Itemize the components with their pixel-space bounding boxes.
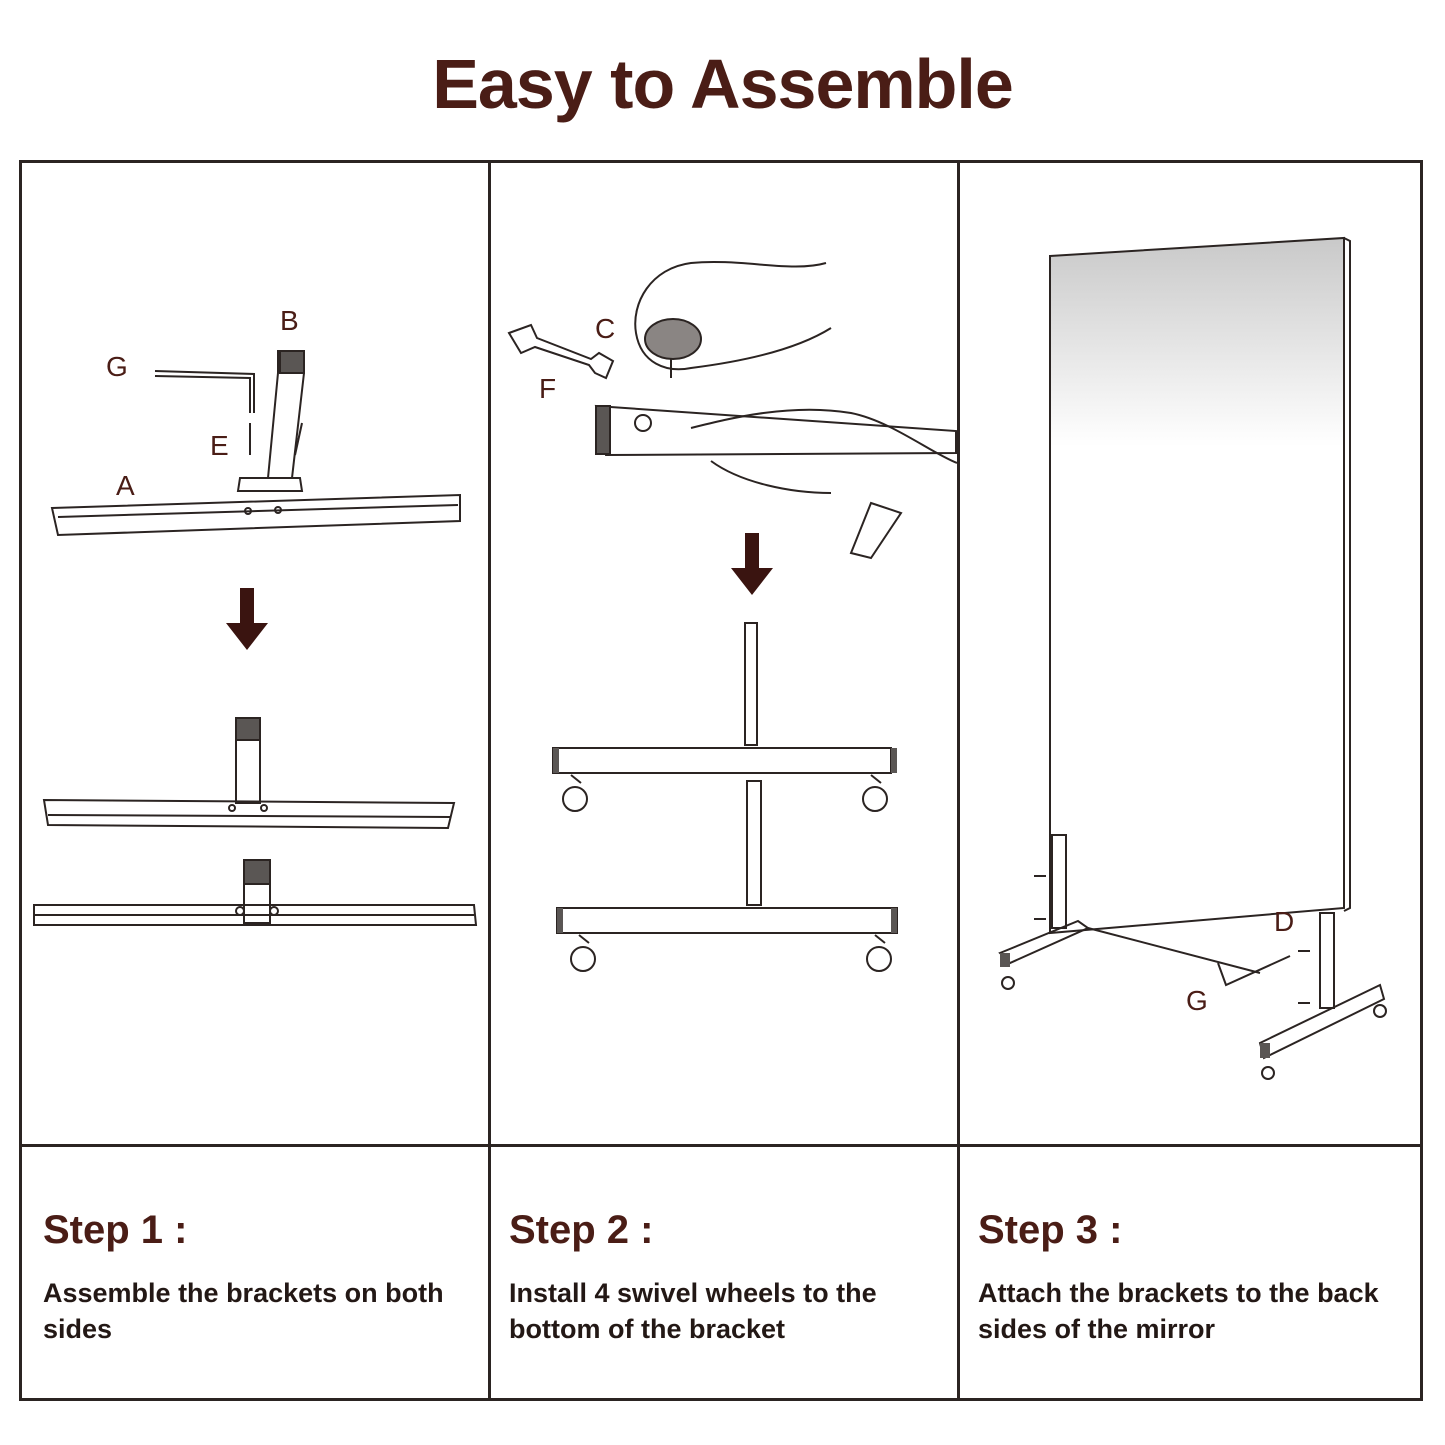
hex-key-part [154,370,255,413]
steps-frame: B G E A [19,160,1423,1401]
bracket-bar [594,404,957,457]
step-3-illustration: D G [960,163,1423,1144]
step-1-title: Step 1 : [43,1208,188,1252]
step-2-title: Step 2 : [509,1208,654,1252]
left-bracket [1051,834,1067,929]
step-1-diagram: B G E A [33,305,478,926]
step-3-text: Step 3 : Attach the brackets to the back… [978,1208,1398,1347]
base-bar-part [50,493,461,537]
arrow-down-icon [226,588,268,650]
caster-wheel-icon [562,786,588,812]
assembled-cap-2 [243,859,271,885]
screw-part [294,422,303,456]
bar-hole [634,414,652,432]
base-bar-edge [57,504,459,518]
hex-key-part [1217,955,1291,987]
arrow-down-icon [731,533,773,595]
step-3-description: Attach the brackets to the back sides of… [978,1278,1379,1344]
caster-wheel-icon [1373,1004,1387,1018]
mirror-side [1343,237,1351,912]
bracket-base-plate [236,477,304,492]
divider-horizontal [22,1144,1420,1147]
hand-bottom [690,408,958,494]
mirror-part [1049,236,1345,935]
floor-line [1087,927,1261,974]
divider-1 [488,163,491,1398]
label-a: A [116,470,135,501]
label-d: D [1274,906,1294,937]
label-c: C [595,313,615,344]
caster-wheel-icon [862,786,888,812]
step-2-illustration: C F [491,163,958,1144]
right-foot [1258,983,1386,1060]
divider-2 [957,163,960,1398]
step-2-description: Install 4 swivel wheels to the bottom of… [509,1278,877,1344]
wrench-part [507,323,615,380]
caster-wheel-icon [570,946,596,972]
caster-wheel-icon [866,946,892,972]
label-g: G [1186,985,1208,1016]
step-2-text: Step 2 : Install 4 swivel wheels to the … [509,1208,929,1347]
step-2-diagram: C F [507,260,958,972]
hand-top [634,260,832,371]
step-3-title: Step 3 : [978,1208,1123,1252]
bar-hole [244,507,252,515]
caster-wheel-icon [1001,976,1015,990]
bar-hole [274,506,282,514]
caster-wheel-part [644,318,702,360]
step-1-illustration: B G E A [22,163,488,1144]
step-1-description: Assemble the brackets on both sides [43,1278,444,1344]
label-b: B [280,305,299,336]
bracket-cap [279,350,305,374]
label-f: F [539,373,556,404]
assembled-cap [235,717,261,741]
right-bracket [1319,912,1335,1009]
assembled-bar-2 [33,904,478,926]
assembled-bar [42,798,456,830]
assembled-bar-2 [556,907,898,934]
page-title: Easy to Assemble [432,45,1014,123]
step-1-text: Step 1 : Assemble the brackets on both s… [43,1208,463,1347]
assembled-bar [552,747,892,774]
label-e: E [210,430,229,461]
step-3-diagram: D G [998,236,1387,1080]
caster-wheel-icon [1261,1066,1275,1080]
label-g: G [106,351,128,382]
assembled-upright-2 [746,780,762,906]
bar-cap [595,405,611,455]
assembled-upright [744,622,758,746]
bar-leg [849,501,903,560]
